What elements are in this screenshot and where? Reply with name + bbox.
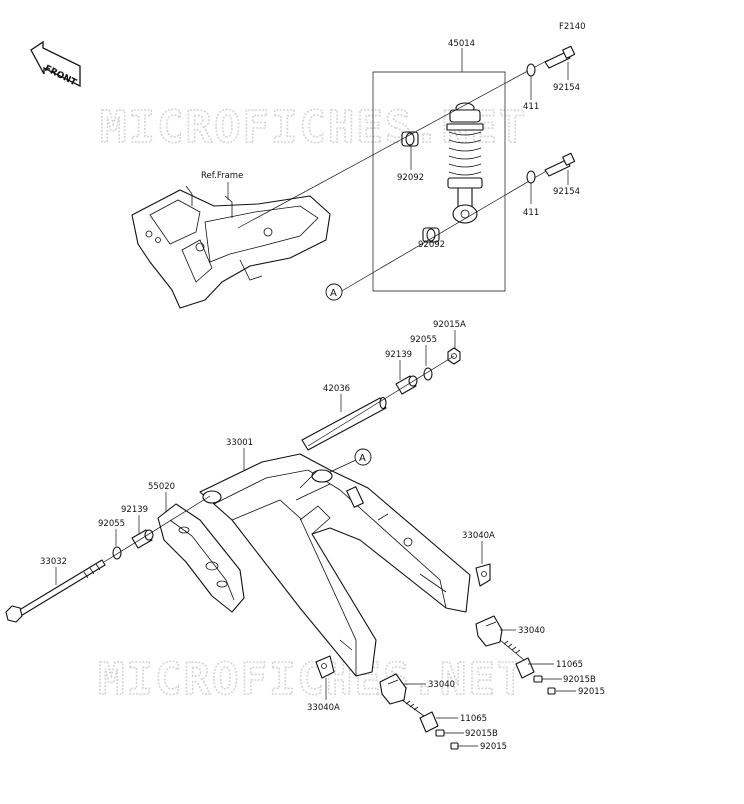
collar-left — [131, 529, 154, 549]
seal-left — [112, 546, 122, 560]
bolt-lower — [544, 152, 576, 177]
chain-adjuster-plate-right — [475, 563, 491, 587]
label-adjuster-nut-b-right: 92015B — [563, 675, 596, 685]
label-swingarm: 33001 — [226, 438, 253, 448]
front-arrow-icon: FRONT — [30, 40, 81, 89]
label-bolt-upper: 92154 — [553, 83, 580, 93]
label-seal-left: 92055 — [98, 519, 125, 529]
label-collar-right: 92139 — [385, 350, 412, 360]
callout-a-swingarm: A — [354, 448, 372, 466]
label-bushing-lower: 92092 — [418, 240, 445, 250]
bushing-upper — [401, 131, 419, 147]
svg-text:A: A — [330, 288, 337, 299]
watermark-bottom: MICROFICHES.NET — [98, 654, 525, 705]
washer-upper — [526, 63, 536, 77]
callout-a-upper: A — [325, 283, 343, 301]
adjuster-bolt-right — [515, 657, 535, 679]
diagram-id: F2140 — [559, 22, 586, 32]
shock-assembly-box — [372, 48, 506, 292]
label-adjuster-nut-left: 92015 — [480, 742, 507, 752]
label-washer-lower: 411 — [523, 208, 539, 218]
label-adjuster-left: 33040 — [428, 680, 455, 690]
label-pivot-shaft: 33032 — [40, 557, 67, 567]
label-adjuster-plate-right: 33040A — [462, 531, 495, 541]
washer-lower — [526, 170, 536, 184]
adjuster-nut-b-right — [533, 675, 543, 683]
svg-text:A: A — [359, 453, 366, 464]
bushing-lower — [422, 227, 440, 243]
chain-adjuster-left — [379, 673, 425, 717]
label-seal-right: 92055 — [410, 335, 437, 345]
adjuster-bolt-left — [419, 711, 439, 733]
label-adjuster-nut-right: 92015 — [578, 687, 605, 697]
adjuster-nut-left — [450, 742, 459, 750]
pivot-shaft — [5, 559, 106, 623]
chain-adjuster-plate-left — [315, 655, 335, 679]
bolt-upper — [544, 45, 576, 69]
label-adjuster-bolt-right: 11065 — [556, 660, 583, 670]
swingarm — [199, 453, 471, 677]
label-chain-slider: 55020 — [148, 482, 175, 492]
adjuster-nut-right — [547, 687, 556, 695]
adjuster-nut-b-left — [435, 729, 445, 737]
label-nut-top: 92015A — [433, 320, 466, 330]
label-sleeve: 42036 — [323, 384, 350, 394]
label-washer-upper: 411 — [523, 102, 539, 112]
chain-adjuster-right — [475, 615, 525, 661]
label-collar-left: 92139 — [121, 505, 148, 515]
shock-absorber — [446, 102, 484, 224]
label-adjuster-bolt-left: 11065 — [460, 714, 487, 724]
frame-illustration — [131, 185, 331, 309]
chain-slider — [157, 503, 245, 613]
label-adjuster-nut-b-left: 92015B — [465, 729, 498, 739]
label-shock-assembly: 45014 — [448, 39, 475, 49]
label-bolt-lower: 92154 — [553, 187, 580, 197]
label-adjuster-plate-left: 33040A — [307, 703, 340, 713]
label-adjuster-right: 33040 — [518, 626, 545, 636]
label-ref-frame: Ref.Frame — [201, 171, 243, 181]
label-bushing-upper: 92092 — [397, 173, 424, 183]
